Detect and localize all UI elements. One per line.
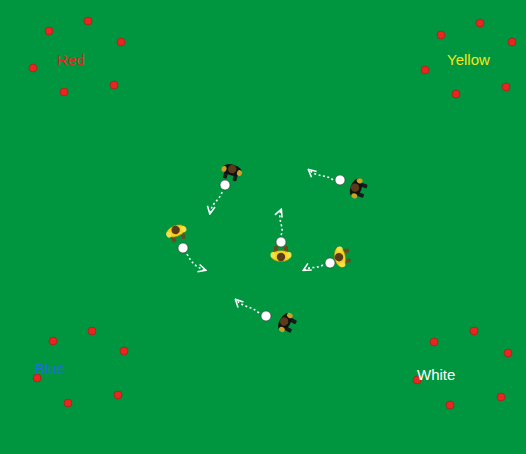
player-yellow — [271, 246, 292, 262]
cone-markers — [29, 17, 516, 409]
team-label: Red — [57, 52, 85, 67]
team-label: Yellow — [447, 52, 490, 67]
team-label: White — [417, 367, 455, 382]
team-label: Blue — [35, 361, 65, 376]
player-black — [347, 176, 369, 201]
player-yellow — [164, 222, 189, 244]
player-black — [219, 162, 243, 182]
dribble-arrows — [187, 170, 333, 313]
player-black — [275, 310, 299, 336]
balls — [178, 175, 345, 321]
player-yellow — [333, 245, 352, 268]
